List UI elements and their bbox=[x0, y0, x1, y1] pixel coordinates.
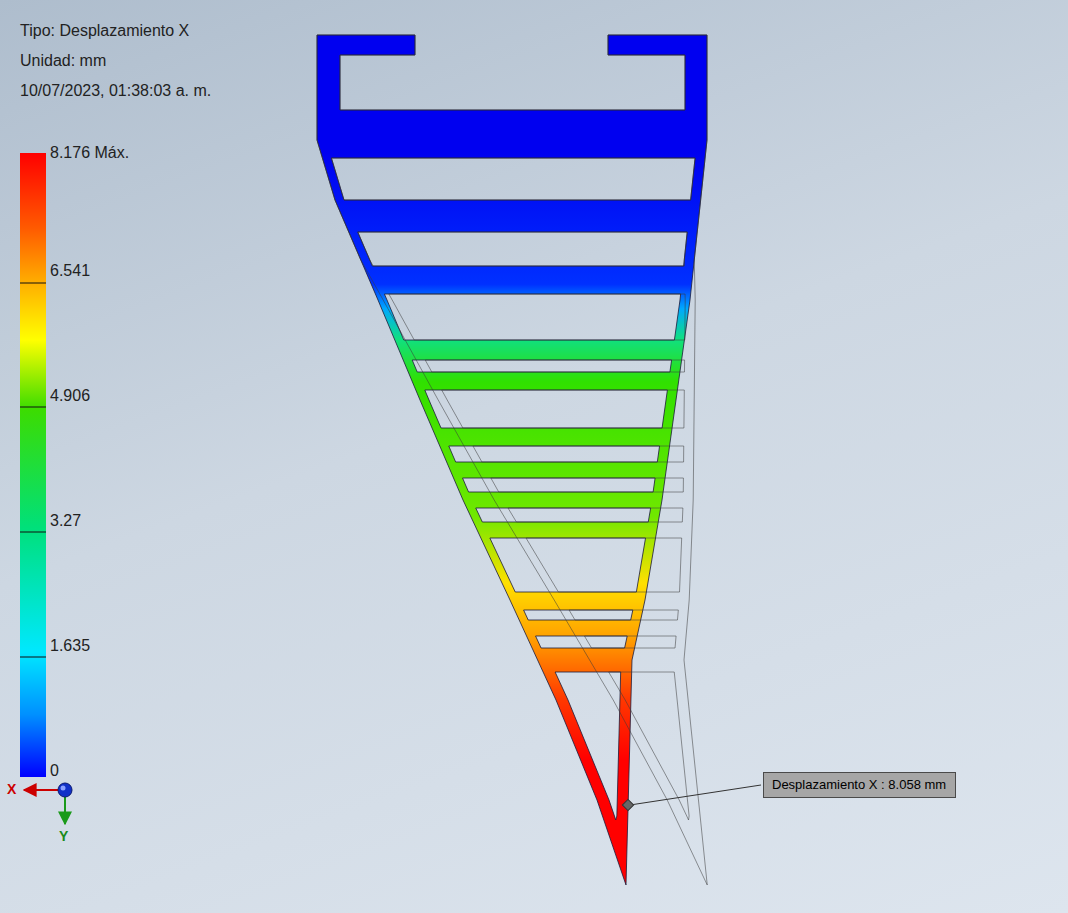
leader-line bbox=[630, 785, 761, 805]
scale-value: 0 bbox=[50, 762, 59, 780]
undeformed-outline bbox=[491, 478, 684, 492]
scale-value: 0 bbox=[50, 762, 59, 780]
undeformed-outline bbox=[584, 636, 676, 648]
axis-label: X bbox=[7, 781, 16, 797]
x-axis-arrow bbox=[24, 789, 58, 791]
scale-tick bbox=[20, 657, 46, 658]
scale-tick bbox=[20, 283, 46, 284]
probe-callout bbox=[622, 785, 761, 811]
axis-label: Y bbox=[59, 828, 68, 844]
probe-value-box: Desplazamiento X : 8.058 mm bbox=[763, 772, 956, 798]
color-scale bbox=[20, 153, 46, 777]
scale-value: 3.27 bbox=[50, 512, 81, 530]
scale-value: 4.906 bbox=[50, 387, 90, 405]
undeformed-outline bbox=[508, 508, 683, 522]
axis-label: Y bbox=[59, 828, 68, 844]
axis-label: X bbox=[7, 781, 16, 797]
probe-marker bbox=[622, 799, 633, 810]
scale-max: 8.176 Máx. bbox=[50, 144, 129, 162]
unit-label: Unidad: mm bbox=[20, 52, 106, 70]
scale-tick bbox=[20, 407, 46, 408]
axis-origin-highlight bbox=[61, 786, 66, 791]
unit-label: Unidad: mm bbox=[20, 52, 106, 70]
undeformed-outline bbox=[526, 538, 682, 592]
result-type: Tipo: Desplazamiento X bbox=[20, 22, 189, 40]
undeformed-outline bbox=[358, 232, 687, 266]
scale-value: 1.635 bbox=[50, 637, 90, 655]
scale-max: 8.176 Máx. bbox=[50, 144, 129, 162]
undeformed-outline bbox=[473, 446, 684, 462]
scale-value: 6.541 bbox=[50, 262, 90, 280]
result-type: Tipo: Desplazamiento X bbox=[20, 22, 189, 40]
color-scale-bar bbox=[20, 153, 46, 777]
deformed-part bbox=[317, 35, 707, 885]
scale-value: 4.906 bbox=[50, 387, 90, 405]
probe-value: Desplazamiento X : 8.058 mm bbox=[772, 777, 947, 793]
timestamp: 10/07/2023, 01:38:03 a. m. bbox=[20, 82, 211, 100]
timestamp: 10/07/2023, 01:38:03 a. m. bbox=[20, 82, 211, 100]
scale-tick bbox=[20, 532, 46, 533]
undeformed-outline bbox=[442, 390, 685, 428]
y-axis-arrow bbox=[64, 797, 66, 824]
undeformed-outline bbox=[389, 294, 685, 340]
undeformed-outline bbox=[425, 360, 684, 372]
part-contour bbox=[317, 35, 707, 885]
axis-origin bbox=[58, 783, 72, 797]
undeformed-outline bbox=[569, 610, 678, 620]
scale-value: 6.541 bbox=[50, 262, 90, 280]
undeformed-outline bbox=[317, 35, 707, 885]
scale-value: 3.27 bbox=[50, 512, 81, 530]
scale-value: 1.635 bbox=[50, 637, 90, 655]
axis-triad bbox=[24, 783, 72, 824]
undeformed-outline bbox=[331, 158, 695, 200]
undeformed-outline bbox=[317, 35, 707, 885]
